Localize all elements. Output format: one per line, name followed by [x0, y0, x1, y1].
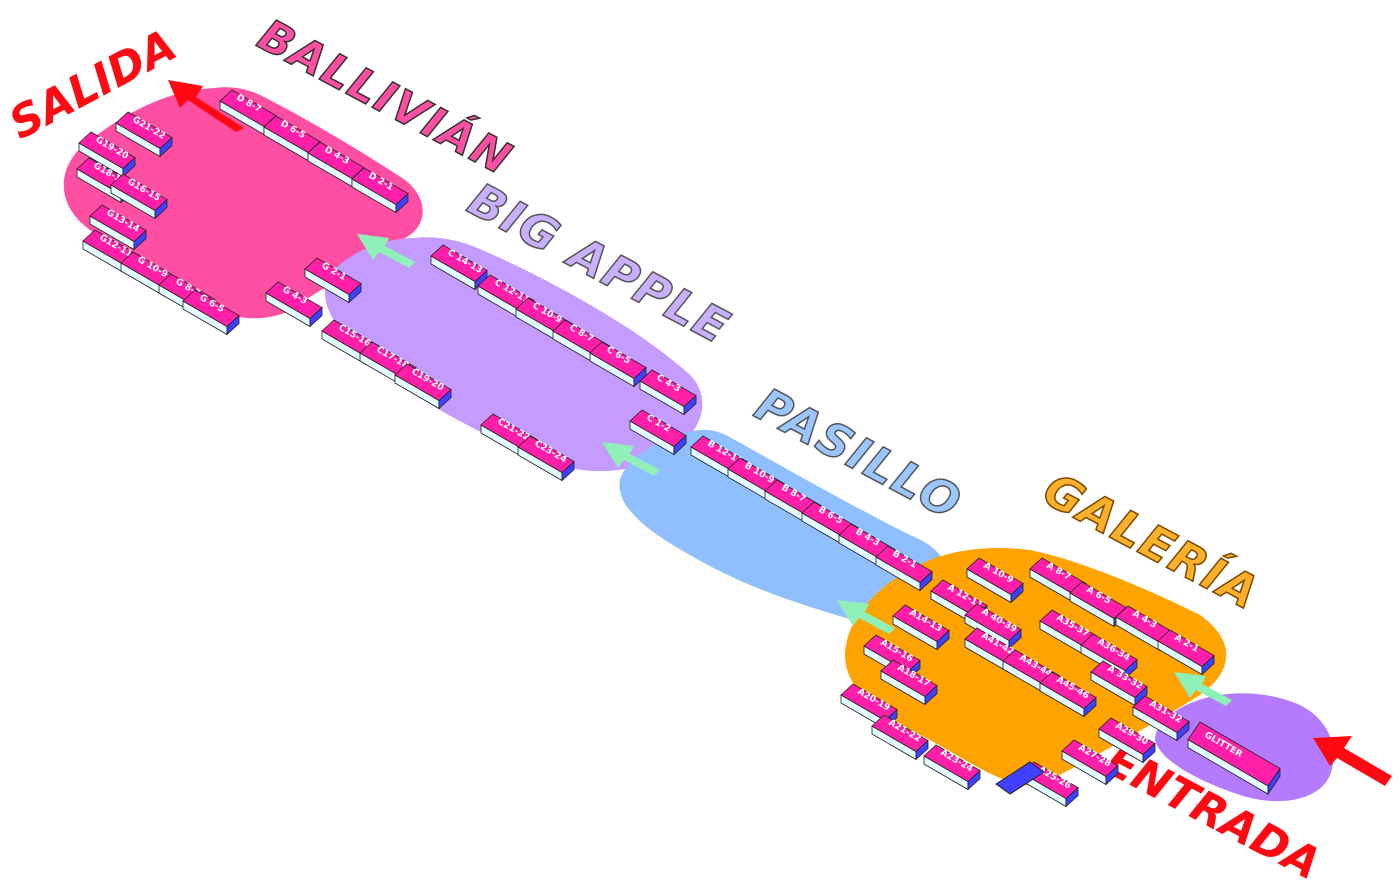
stall-top [89, 204, 147, 243]
stall-g6-5[interactable]: G 6-5 [182, 289, 240, 336]
stall-c4-3[interactable]: C 4-3 [639, 369, 697, 416]
stall-top [923, 744, 981, 783]
stall-b2-1[interactable]: B 2-1 [875, 545, 933, 592]
stall-c1-2[interactable]: C 1-2 [629, 409, 687, 456]
stall-top [351, 167, 409, 206]
stall-top [966, 557, 1024, 596]
stall-a45-46[interactable]: A45-46 [1039, 671, 1097, 718]
stall-top [182, 289, 240, 328]
stall-a6-5[interactable]: A 6-5 [1069, 581, 1127, 628]
zone-glitter-area [1155, 693, 1334, 802]
stall-a21-22[interactable]: A21-22 [871, 714, 929, 761]
stall-top [1098, 717, 1156, 756]
flow-arrow-icon [1174, 672, 1232, 706]
stall-d8-7[interactable]: D 8-7 [219, 89, 277, 136]
stalls-layer: D 8-7D 6-5D 4-3D 2-1G19-20G21-22G18-17G1… [76, 89, 1281, 808]
stall-top [629, 409, 687, 448]
stall-g13-14[interactable]: G13-14 [89, 204, 147, 251]
stall-top [394, 363, 452, 402]
stall-top [1061, 739, 1119, 778]
stall-a2-1[interactable]: A 2-1 [1157, 629, 1215, 676]
stall-top [304, 257, 362, 296]
salida-arrow-icon [168, 80, 244, 132]
stall-top [1069, 581, 1127, 620]
flow-arrow-icon [602, 442, 660, 476]
stall-g4-3[interactable]: G 4-3 [265, 281, 323, 328]
stall-g2-1[interactable]: G 2-1 [304, 257, 362, 304]
stall-top [1039, 671, 1097, 710]
stall-top [1132, 695, 1190, 734]
stall-b10-9[interactable]: B 10-9 [727, 457, 785, 504]
zone-pasillo-area [619, 429, 946, 625]
stall-top [115, 111, 173, 150]
stall-top [964, 603, 1022, 642]
stall-a31-32[interactable]: A31-32 [1132, 695, 1190, 742]
stall-top [430, 244, 488, 283]
stall-top [110, 173, 168, 212]
stall-d2-1[interactable]: D 2-1 [351, 167, 409, 214]
stall-top [880, 659, 938, 698]
stall-top [1187, 721, 1281, 787]
stall-top [639, 369, 697, 408]
flow-arrow-icon [837, 600, 895, 634]
stall-top [1080, 633, 1138, 672]
stall-top [589, 341, 647, 380]
zone-big-apple-area [324, 237, 703, 472]
stall-top [892, 604, 950, 643]
stall-glitter[interactable]: GLITTER [1187, 721, 1281, 796]
flow-arrow-icon [357, 234, 415, 268]
stall-top [78, 131, 136, 170]
stall-top [1090, 660, 1148, 699]
entrada-arrow-icon [1313, 736, 1392, 786]
stall-a10-9[interactable]: A 10-9 [966, 557, 1024, 604]
stall-top [871, 714, 929, 753]
stall-c21-22[interactable]: C21-22 [480, 413, 538, 460]
flow-arrow-icon [357, 234, 1232, 706]
stall-a29-30[interactable]: A29-30 [1098, 717, 1156, 764]
stall-top [1157, 629, 1215, 668]
storage-block [995, 761, 1045, 795]
stall-top [517, 435, 575, 474]
stall-c6-5[interactable]: C 6-5 [589, 341, 647, 388]
stall-top [875, 545, 933, 584]
stall-top [265, 281, 323, 320]
